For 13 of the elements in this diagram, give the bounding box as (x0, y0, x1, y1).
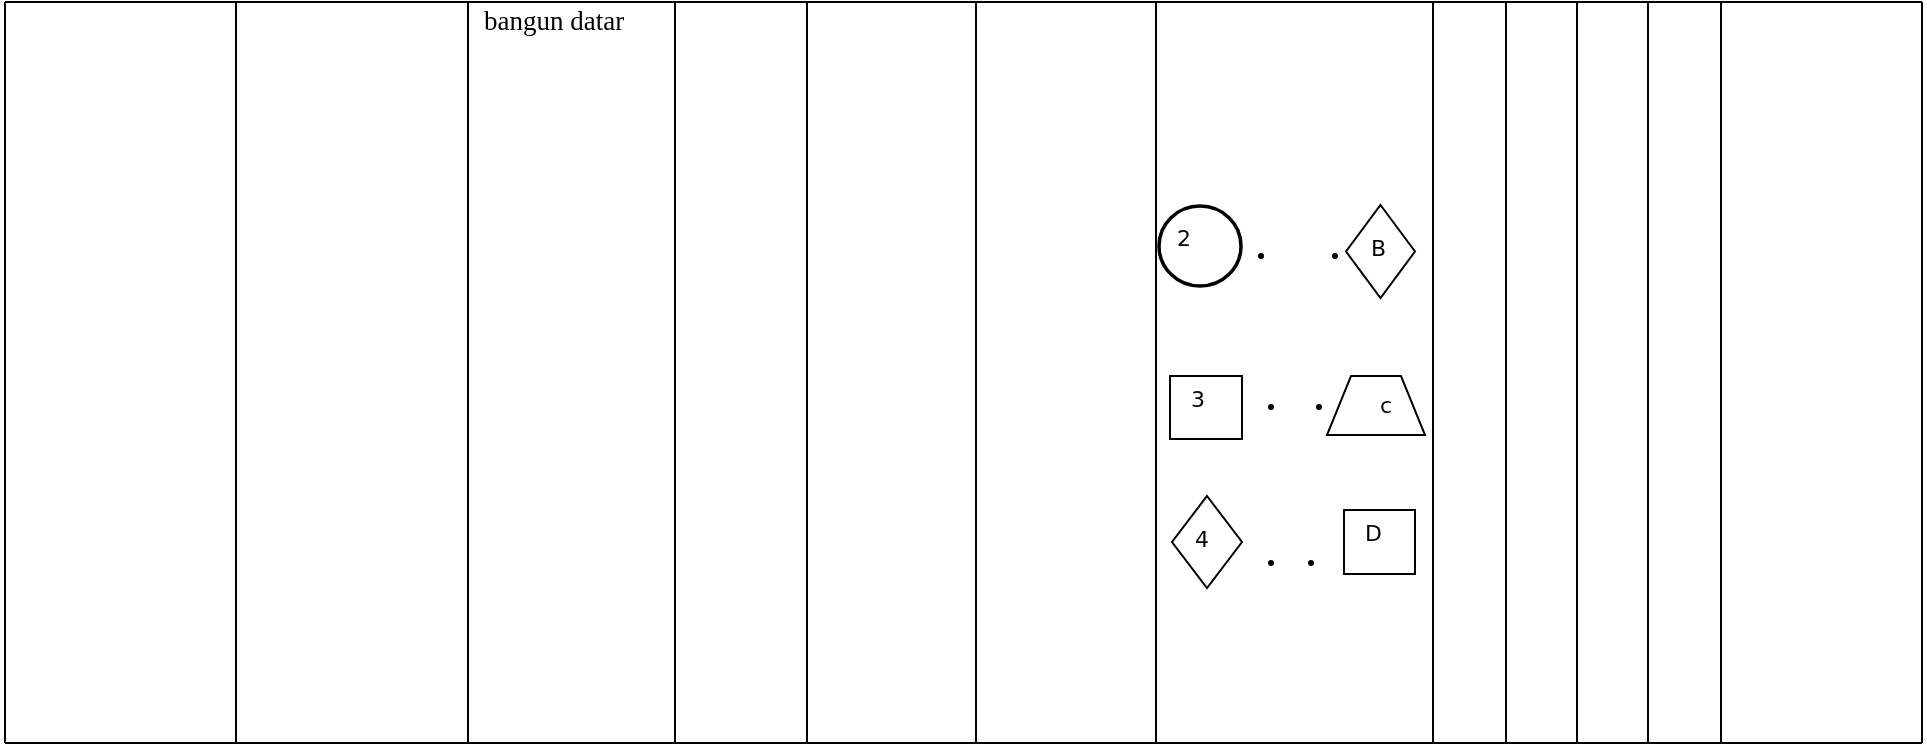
diamond-shape (1171, 495, 1243, 589)
shape-label: 3 (1191, 387, 1205, 412)
shape-label: 2 (1177, 226, 1191, 251)
shape-label: B (1371, 236, 1387, 261)
circle-shape (1157, 204, 1243, 288)
square-shape (1169, 375, 1243, 440)
shape-label: 4 (1195, 527, 1209, 552)
diamond-shape (1345, 204, 1416, 299)
square-shape (1343, 509, 1416, 575)
trapezoid-shape (1326, 375, 1426, 436)
column-text: bangun datar (484, 6, 625, 37)
shape-label: D (1365, 521, 1382, 546)
shape-label: c (1380, 393, 1393, 418)
